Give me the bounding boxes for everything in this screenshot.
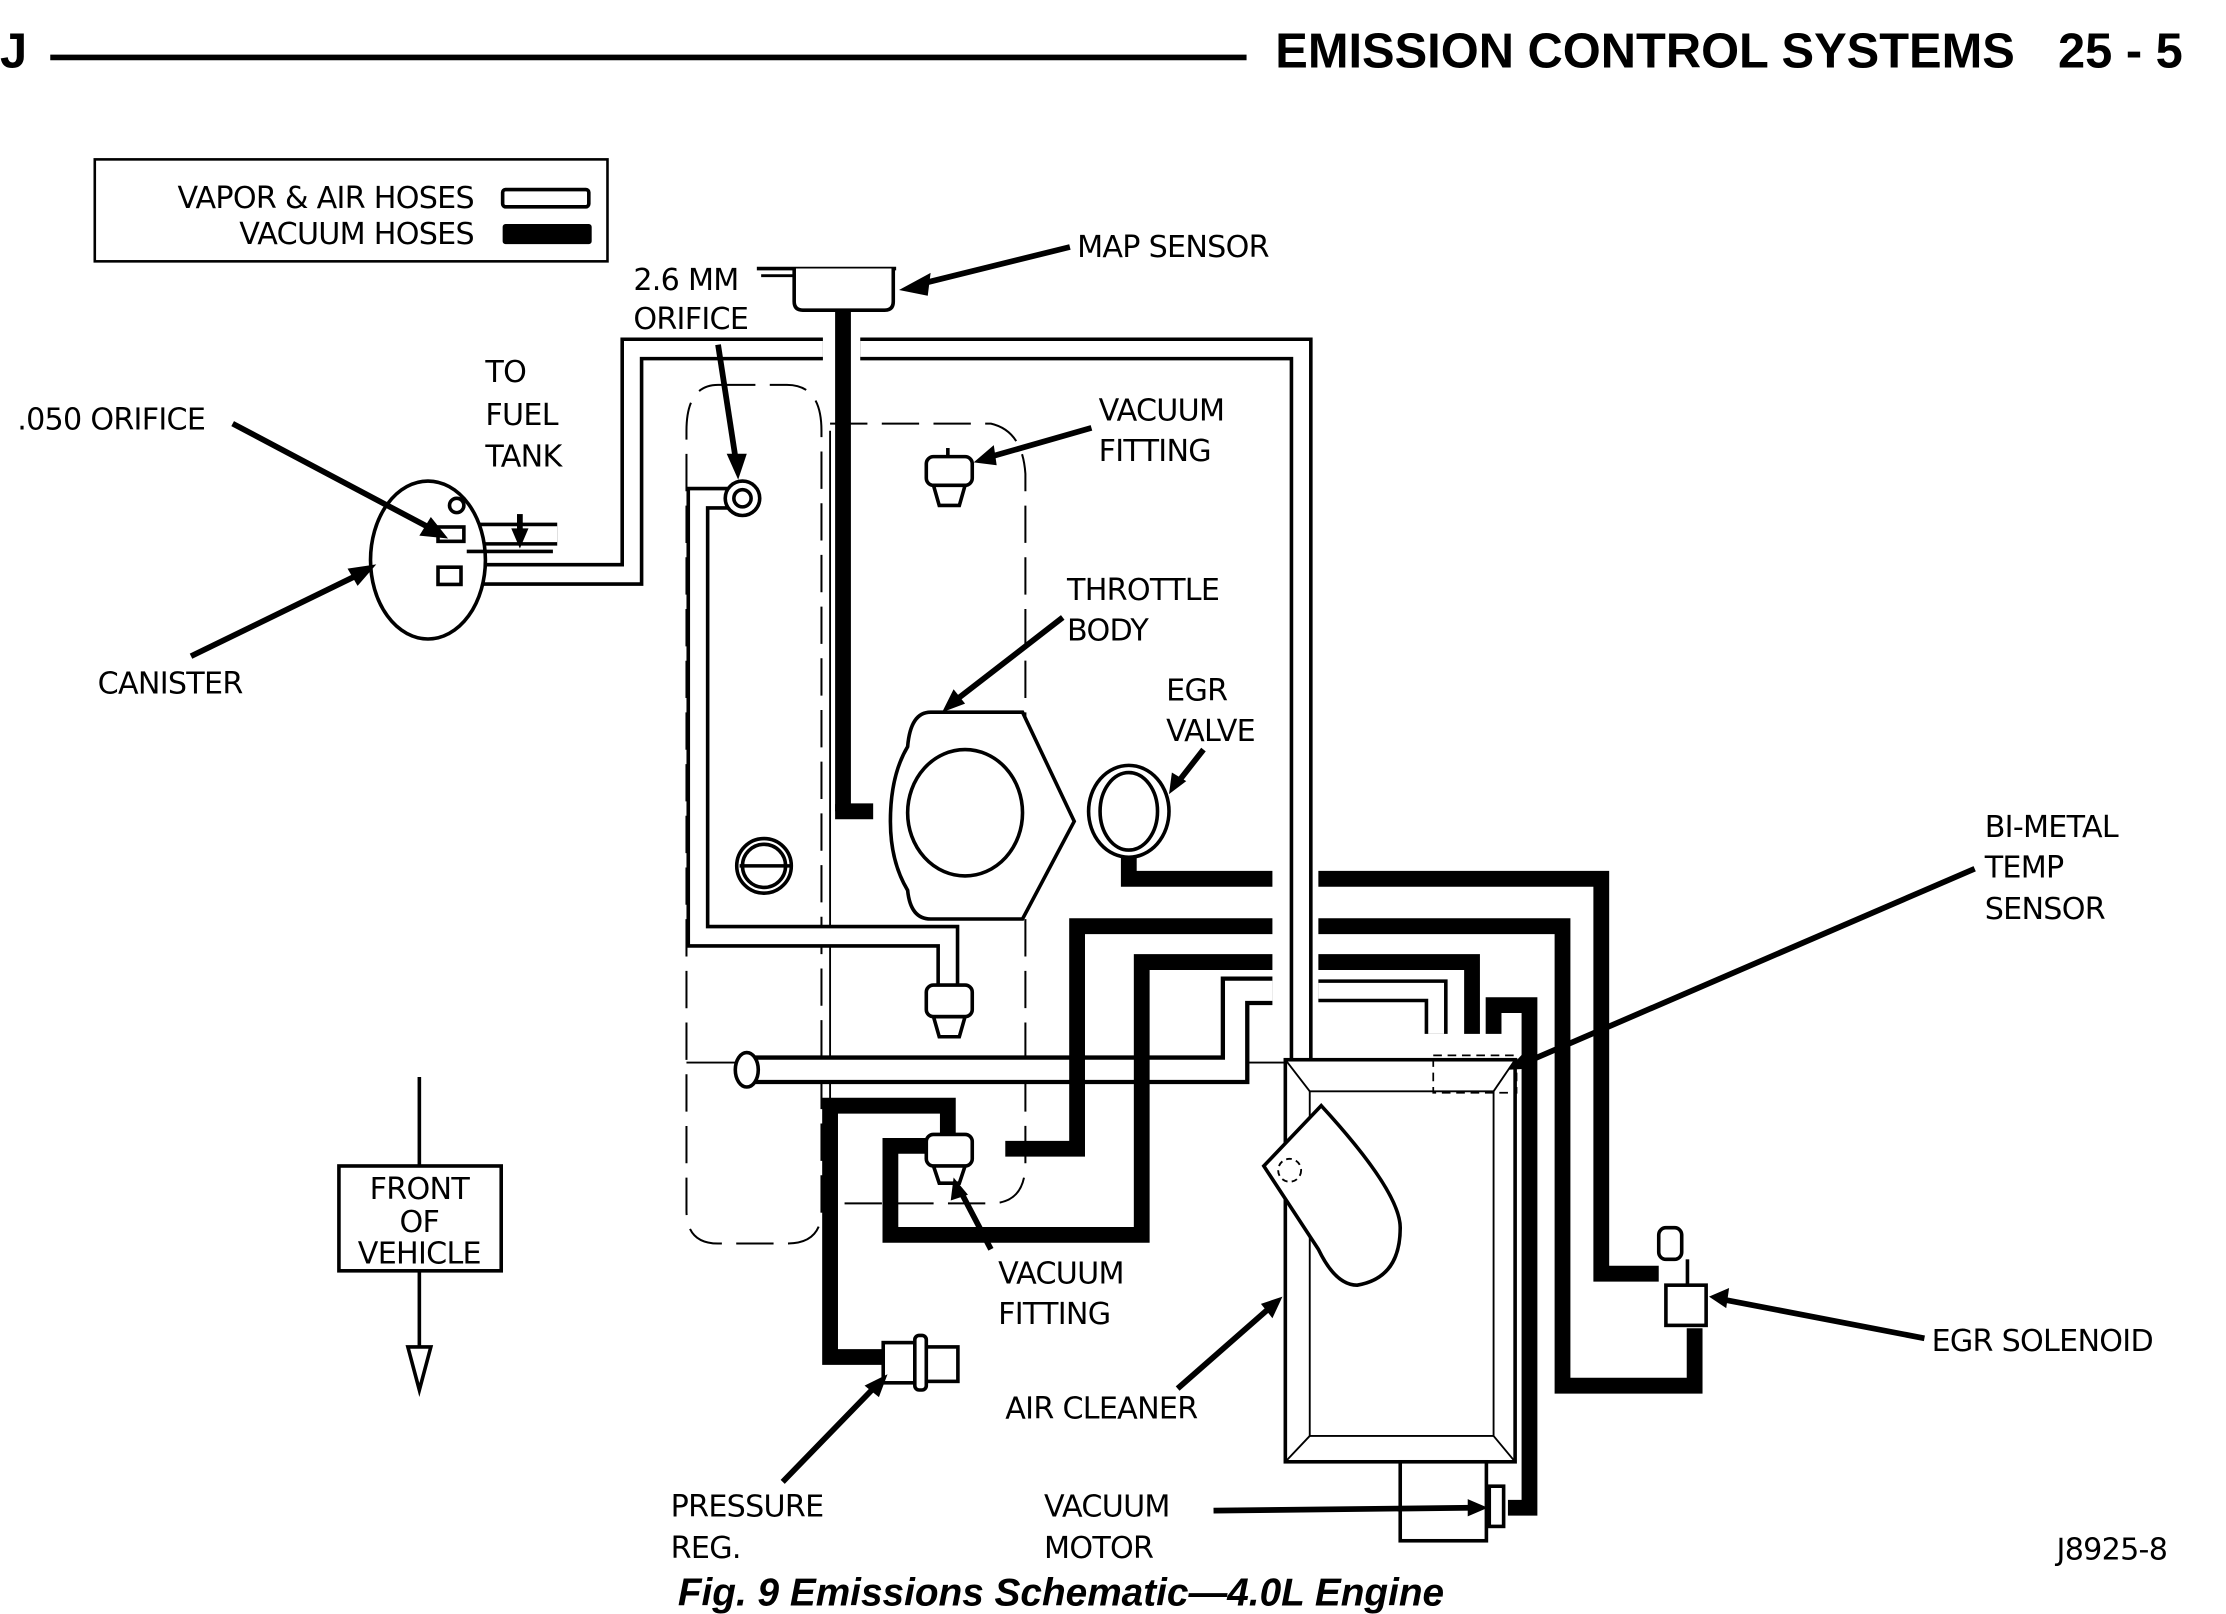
- vapor-hose-main-loop: [462, 337, 1313, 1458]
- front-label-3: VEHICLE: [358, 1237, 481, 1272]
- vacuum-fitting-bottom: [924, 1132, 975, 1186]
- legend: VAPOR & AIR HOSES VACUUM HOSES: [93, 158, 609, 263]
- label-orifice-26-line2: ORIFICE: [633, 302, 748, 337]
- label-to-fuel-tank-1: TO: [484, 355, 526, 390]
- label-egr-valve-1: EGR: [1166, 674, 1228, 709]
- label-vacuum-motor-1: VACUUM: [1044, 1489, 1170, 1524]
- egr-valve: [1086, 763, 1171, 860]
- label-vacuum-fitting-bottom-2: FITTING: [998, 1297, 1110, 1332]
- label-pressure-reg-1: PRESSURE: [671, 1489, 824, 1524]
- label-map-sensor: MAP SENSOR: [1077, 230, 1270, 265]
- section-title: EMISSION CONTROL SYSTEMS: [1275, 24, 2015, 78]
- label-egr-valve-2: VALVE: [1166, 714, 1255, 749]
- map-sensor: [756, 266, 897, 820]
- label-vacuum-fitting-bottom-1: VACUUM: [998, 1257, 1124, 1292]
- egr-solenoid: [1656, 1225, 1708, 1328]
- leader-arrows: [189, 244, 1976, 1517]
- label-vacuum-motor-2: MOTOR: [1044, 1531, 1154, 1566]
- label-air-cleaner: AIR CLEANER: [1005, 1392, 1198, 1427]
- legend-swatch-solid: [502, 224, 592, 245]
- front-of-vehicle-indicator: FRONT OF VEHICLE: [337, 1076, 504, 1397]
- label-bimetal-2: TEMP: [1984, 850, 2064, 885]
- canister: [368, 479, 553, 641]
- throttle-body: [888, 710, 1077, 921]
- legend-label-vapor-air-hoses: VAPOR & AIR HOSES: [178, 181, 474, 216]
- label-pressure-reg-2: REG.: [671, 1531, 741, 1566]
- label-canister: CANISTER: [98, 667, 244, 702]
- label-egr-solenoid: EGR SOLENOID: [1932, 1324, 2153, 1359]
- air-cleaner: [1261, 1054, 1518, 1543]
- label-vacuum-fitting-top-1: VACUUM: [1099, 394, 1225, 429]
- label-vacuum-fitting-top-2: FITTING: [1099, 434, 1211, 469]
- air-hose-horizontal: [733, 976, 1448, 1089]
- legend-box: [93, 158, 609, 263]
- page-number: 25 - 5: [2058, 24, 2183, 78]
- canister-body: [368, 479, 488, 641]
- component-labels: MAP SENSOR 2.6 MM ORIFICE .050 ORIFICE T…: [17, 230, 2168, 1567]
- label-to-fuel-tank-2: FUEL: [485, 398, 558, 433]
- label-orifice-26-line1: 2.6 MM: [633, 263, 738, 298]
- front-label-2: OF: [400, 1205, 440, 1240]
- label-to-fuel-tank-3: TANK: [484, 440, 563, 475]
- label-bimetal-1: BI-METAL: [1985, 810, 2119, 845]
- front-arrow-icon: [405, 1345, 434, 1397]
- vacuum-fitting-top: [924, 448, 975, 508]
- label-orifice-050: .050 ORIFICE: [17, 402, 205, 437]
- figure-caption: Fig. 9 Emissions Schematic—4.0L Engine: [678, 1571, 1444, 1614]
- label-throttle-body-1: THROTTLE: [1066, 573, 1219, 608]
- figure-id: J8925-8: [2055, 1532, 2168, 1567]
- pressure-regulator: [881, 1333, 960, 1392]
- front-label-1: FRONT: [370, 1172, 471, 1207]
- page-header: J EMISSION CONTROL SYSTEMS 25 - 5: [0, 24, 2183, 78]
- legend-label-vacuum-hoses: VACUUM HOSES: [239, 217, 474, 252]
- vacuum-motor: [1487, 1484, 1506, 1529]
- label-throttle-body-2: BODY: [1067, 613, 1149, 648]
- orifice-2-6mm: [723, 479, 762, 518]
- vacuum-fitting-middle: [924, 983, 975, 1039]
- section-letter: J: [0, 24, 27, 78]
- bimetal-temp-sensor: [1432, 1054, 1518, 1094]
- legend-swatch-outline: [500, 187, 591, 209]
- vacuum-hoses: [822, 857, 1703, 1516]
- label-bimetal-3: SENSOR: [1985, 892, 2106, 927]
- filler-cap: [734, 836, 794, 895]
